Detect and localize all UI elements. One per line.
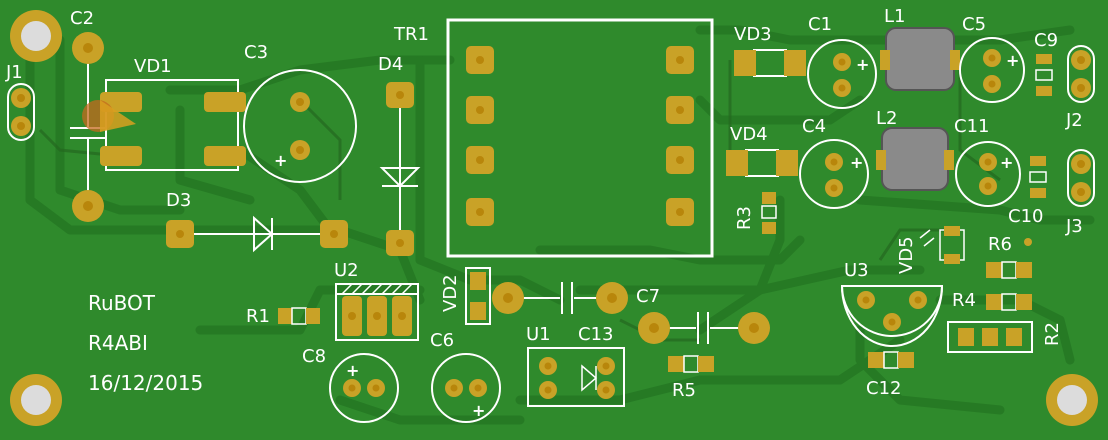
led-vd5 [919, 226, 965, 264]
resistor-r1 [278, 307, 320, 325]
label-c11: C11 [954, 116, 989, 137]
label-c9: C9 [1034, 30, 1058, 51]
capacitor-c9 [1035, 54, 1053, 96]
label-c2: C2 [70, 8, 94, 29]
capacitor-c12 [868, 351, 914, 369]
resistor-r6 [986, 238, 1032, 279]
capacitor-c6 [431, 353, 501, 423]
polarity-mark-c6: + [472, 401, 485, 420]
board-info-line3: 16/12/2015 [88, 371, 203, 395]
optocoupler-u1 [527, 347, 625, 407]
label-r1: R1 [246, 306, 270, 327]
trimmer-r2 [947, 321, 1033, 353]
label-r5: R5 [672, 380, 696, 401]
zener-vd2 [465, 267, 491, 325]
label-j2: J2 [1065, 110, 1083, 131]
polarity-mark-c5: + [1006, 51, 1019, 70]
label-c5: C5 [962, 14, 986, 35]
label-r2: R2 [1042, 322, 1063, 346]
resistor-r3 [761, 192, 777, 234]
label-r6: R6 [988, 234, 1012, 255]
connector-j2 [1067, 45, 1095, 103]
mount-hole-top-left [10, 10, 62, 62]
diode-d4 [379, 82, 421, 256]
capacitor-c10 [1029, 156, 1047, 198]
capacitor-c3 [243, 69, 357, 183]
label-vd5: VD5 [896, 236, 917, 274]
zener-vd3 [734, 49, 806, 77]
capacitor-c13 [638, 312, 770, 344]
regulator-u2 [335, 283, 419, 341]
label-c7: C7 [636, 286, 660, 307]
mount-hole-bottom-right [1046, 374, 1098, 426]
board-info-line2: R4ABI [88, 331, 148, 355]
label-vd4: VD4 [730, 124, 768, 145]
label-d4: D4 [378, 54, 403, 75]
label-vd3: VD3 [734, 24, 772, 45]
inductor-l2 [876, 127, 954, 191]
resistor-r4 [986, 293, 1032, 311]
label-u2: U2 [334, 260, 359, 281]
label-u1: U1 [526, 324, 551, 345]
label-c3: C3 [244, 42, 268, 63]
connector-j3 [1067, 149, 1095, 207]
capacitor-c7 [492, 282, 628, 314]
label-c1: C1 [808, 14, 832, 35]
label-r4: R4 [952, 290, 976, 311]
label-c4: C4 [802, 116, 826, 137]
diode-d3 [166, 215, 348, 253]
label-c6: C6 [430, 330, 454, 351]
label-tr1: TR1 [393, 24, 429, 45]
resistor-r5 [668, 355, 714, 373]
polarity-mark-c1: + [856, 55, 869, 74]
capacitor-c11 [955, 141, 1021, 207]
zener-vd4 [726, 149, 798, 177]
label-l2: L2 [876, 108, 897, 129]
capacitor-c1 [807, 39, 877, 109]
capacitor-c4 [799, 139, 869, 209]
polarity-mark-c8: + [346, 361, 359, 380]
label-l1: L1 [884, 6, 905, 27]
label-c8: C8 [302, 346, 326, 367]
label-d3: D3 [166, 190, 191, 211]
label-r3: R3 [734, 206, 755, 230]
label-c10: C10 [1008, 206, 1043, 227]
bridge-vd1 [82, 79, 246, 171]
label-vd2: VD2 [440, 274, 461, 312]
board-info-line1: RuBOT [88, 291, 156, 315]
capacitor-c8 [329, 353, 399, 423]
label-vd1: VD1 [134, 56, 172, 77]
label-c13: C13 [578, 324, 613, 345]
label-j1: J1 [5, 62, 23, 83]
connector-j1 [7, 83, 35, 141]
transformer-tr1 [446, 18, 714, 258]
label-j3: J3 [1065, 216, 1083, 237]
label-u3: U3 [844, 260, 869, 281]
regulator-u3 [840, 285, 944, 347]
inductor-l1 [880, 27, 960, 91]
polarity-mark-c3: + [274, 151, 287, 170]
polarity-mark-c4: + [850, 153, 863, 172]
capacitor-c5 [959, 37, 1025, 103]
polarity-mark-c11: + [1000, 153, 1013, 172]
label-c12: C12 [866, 378, 901, 399]
mount-hole-bottom-left [10, 374, 62, 426]
